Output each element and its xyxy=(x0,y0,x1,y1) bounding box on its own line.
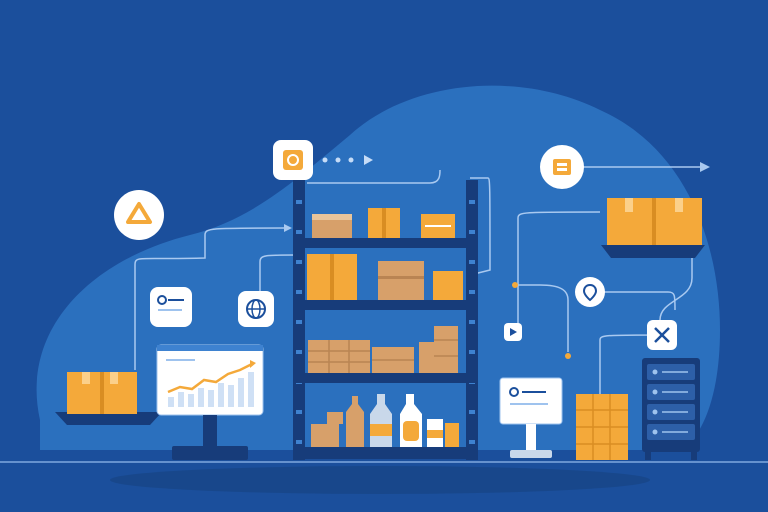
globe-icon xyxy=(238,291,274,327)
line-node xyxy=(512,282,518,288)
location-pin-icon xyxy=(575,277,605,307)
shelf-row-4-bottles xyxy=(311,394,459,447)
analytics-monitor xyxy=(156,344,264,460)
close-icon xyxy=(647,320,677,350)
right-top-platform xyxy=(601,198,705,258)
left-platform xyxy=(55,372,162,425)
server-rack xyxy=(642,358,700,460)
clipboard-icon xyxy=(540,145,584,189)
warehouse-shelf xyxy=(293,180,478,460)
shelf-row-2-boxes xyxy=(307,254,463,300)
ground-shadow xyxy=(110,466,650,494)
arrow-head xyxy=(284,224,292,232)
shelf-row-1-boxes xyxy=(312,208,455,238)
connection-lines xyxy=(134,166,700,400)
recycle-icon xyxy=(114,190,164,240)
dotted-arrow xyxy=(322,155,373,165)
arrow-head xyxy=(700,162,710,172)
stacked-boxes xyxy=(576,394,628,460)
kiosk-monitor xyxy=(499,377,563,458)
line-node xyxy=(565,353,571,359)
package-icon xyxy=(273,140,313,180)
document-card-icon xyxy=(150,287,192,327)
shelf-row-3-boxes xyxy=(308,326,458,373)
play-icon xyxy=(504,323,522,341)
